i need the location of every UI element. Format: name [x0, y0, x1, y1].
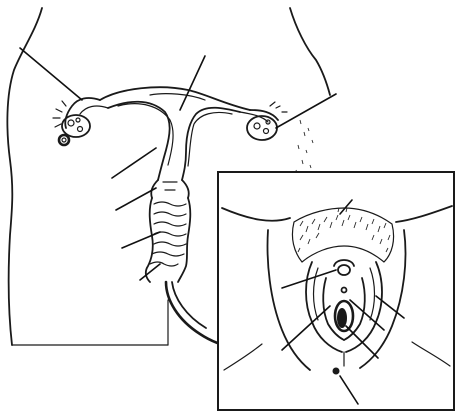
ovum-nucleus — [62, 138, 66, 142]
connector-arrow-inner — [172, 282, 206, 328]
hip-shading — [296, 120, 313, 173]
vagina-left-wall — [146, 198, 153, 282]
cervix — [151, 180, 189, 198]
ovum — [59, 135, 69, 145]
fundus-upper-curve — [100, 87, 250, 110]
right-ovary — [247, 116, 277, 140]
inset-vaginal-orifice-shadow — [337, 308, 347, 328]
leader-ovary — [276, 94, 336, 128]
leader-vaginal-opening — [140, 264, 160, 280]
cervical-canal — [163, 182, 177, 190]
right-ovary-follicle-2 — [264, 129, 269, 134]
vagina-right-wall — [178, 198, 190, 282]
left-ovary-follicle-3 — [76, 118, 80, 122]
uterus-inner-right — [188, 112, 232, 166]
left-fimbriae — [53, 101, 66, 127]
leader-uterus-body — [112, 148, 156, 178]
fundus-inner-line — [150, 94, 205, 100]
left-tube — [65, 98, 100, 128]
inset-panel — [218, 172, 454, 410]
left-ovary-follicle-1 — [68, 120, 74, 126]
leader-vagina — [122, 232, 160, 248]
leader-uterus-fundus — [180, 56, 205, 110]
uterus-left-wall — [108, 102, 170, 180]
torso-left-edge — [7, 8, 42, 345]
torso-right-edge — [290, 8, 330, 95]
inset-anus — [333, 368, 340, 375]
left-tube-inner — [80, 106, 108, 114]
right-fimbriae — [270, 102, 287, 112]
left-ovary-follicle-2 — [78, 127, 83, 132]
right-ovary-follicle-1 — [254, 123, 260, 129]
leader-fimbriae — [20, 48, 82, 100]
